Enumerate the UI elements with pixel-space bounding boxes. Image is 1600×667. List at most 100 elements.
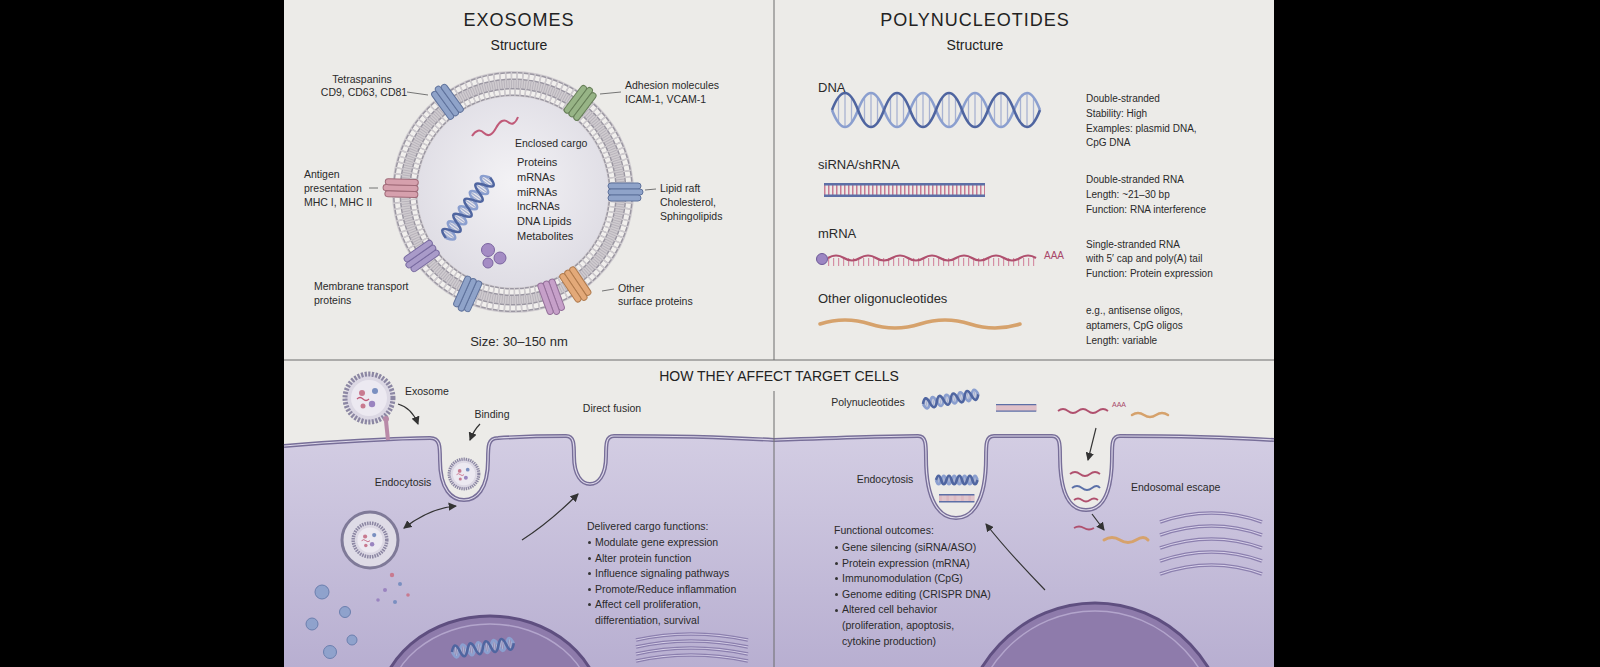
list-heading: Functional outcomes: [834,524,934,537]
bullet-dot [588,557,591,560]
protein-cargo [482,244,495,257]
mhc-protein [383,178,419,197]
bullet-item: Promote/Reduce inflammation [595,582,736,598]
surface-protein [452,275,483,314]
adhesion-protein [563,83,598,122]
escaping-rna [1074,499,1098,502]
callout-label: surface proteins [618,295,693,308]
divider [774,0,775,360]
arrow [398,404,578,540]
cell-membrane [774,436,1274,518]
surface-protein [537,278,566,317]
item-heading: DNA [818,80,845,96]
polynucleotide-icons [996,405,1036,411]
bullet-item: Influence signaling pathways [595,566,729,582]
leader-line [602,289,614,291]
callout-label: Endosomal escape [1131,481,1220,494]
target-cell-illustration [353,523,387,557]
exosome-illustration [405,84,621,300]
callout-label: Cholesterol, Sphingolipids [660,196,722,223]
divider [284,0,1274,360]
target-cell-illustration [939,495,974,502]
target-cell-illustration [968,611,1222,667]
leader-line [407,92,428,95]
exosome-illustration [413,92,613,292]
callout-label: Lipid raft [660,182,700,195]
callout-label: Adhesion molecules [625,79,719,92]
exosome-vesicle: Enclosed cargoProteins mRNAs miRNAs lncR… [393,72,633,312]
dna-helix [832,93,1040,127]
callout-label: aptamers, CpG oligos [1086,320,1183,333]
callout-label: Membrane transport proteins [314,279,426,307]
vesicle-sphere [347,635,357,645]
callout-label: Examples: plasmid DNA, [1086,123,1197,136]
tetraspanin-protein [440,83,464,113]
released-cargo [406,593,410,597]
cargo-heading: Enclosed cargo [515,137,587,150]
arrow [522,494,578,540]
callout-label: Endocytosis [857,473,914,486]
golgi [636,634,748,661]
callout-label: Polynucleotides [831,396,905,409]
bullet-dot [588,541,591,544]
bullet-item: Modulate gene expression [595,535,718,551]
callout-label: Direct fusion [583,402,641,415]
arrow [986,428,1104,590]
divider [774,391,775,667]
vesicle-sphere [306,618,318,630]
target-cell-illustration [353,523,387,557]
callout-label: Double-stranded RNA [1086,174,1184,187]
target-cell-illustration [960,603,1230,667]
target-cell: Functional outcomes:Gene silencing (siRN… [774,425,1274,667]
arrow [398,404,418,424]
exosome-illustration [413,92,613,292]
sirna-ladder [824,184,985,196]
bullet-dot [588,603,591,606]
item-heading: siRNA/shRNA [818,157,900,173]
leader-line [369,188,378,189]
escaping-rna [1072,486,1100,490]
escaping-rna [1074,527,1094,530]
bullet-item: Affect cell proliferation, differentiati… [595,597,735,628]
callout-label: e.g., antisense oligos, [1086,305,1183,318]
leader-line [369,92,656,291]
exosome-illustration [418,97,609,288]
bullet-dot [588,588,591,591]
callout-label: Other [618,282,644,295]
dna-helix [832,93,1040,127]
arrow [1092,514,1104,530]
callout-label: Length: ~21–30 bp [1086,189,1170,202]
endosome [342,512,398,568]
panel-heading: EXOSOMES [463,9,574,32]
cell-membrane [284,436,774,500]
mhc-protein [385,179,418,186]
bullet-dot [588,572,591,575]
released-cargo [376,573,410,604]
released-cargo [398,582,402,586]
target-cell-illustration [451,637,514,657]
callout-label: Binding [474,408,509,421]
item-heading: mRNA [818,226,856,242]
callout-label: CD9, CD63, CD81 [321,86,407,99]
transport-protein [403,239,433,263]
surface-protein [559,272,582,303]
target-cell-illustration [449,459,479,489]
bullet-item: Immunomodulation (CpG) [842,571,963,587]
callout-label: ICAM-1, VCAM-1 [625,93,706,106]
polynucleotide-icons [1058,409,1108,413]
oligo-strand [820,320,1020,328]
callout-label: MHC I, MHC II [304,196,372,209]
protein-cargo [494,252,506,264]
exosome-icon [345,374,393,422]
rna-cargo [472,117,518,136]
bullet-item: Altered cell behavior (proliferation, ap… [842,602,992,649]
arrow [470,424,480,440]
polya-tail-label: AAA [1112,401,1126,410]
callout-label: Function: RNA interference [1086,204,1206,217]
polya-tail-label: AAA [1044,250,1064,263]
panel-subheading: Structure [491,37,548,55]
target-cell-illustration [449,459,479,489]
raft-protein [608,183,641,189]
vesicle-sphere [315,585,329,599]
